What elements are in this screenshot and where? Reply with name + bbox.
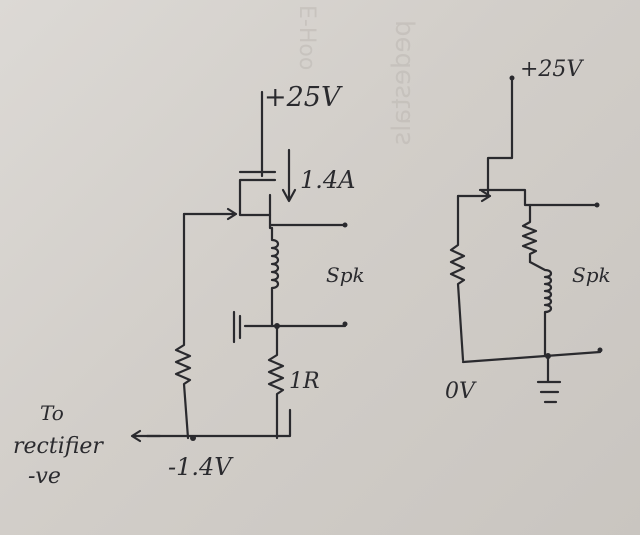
left-source-wire bbox=[268, 213, 347, 230]
left-transistor-gate bbox=[182, 207, 238, 221]
right-spk-terminal-top bbox=[594, 202, 600, 208]
rectifier-label-line1: To bbox=[40, 401, 64, 425]
left-speaker-coil bbox=[270, 226, 280, 328]
resistor-1r bbox=[267, 324, 285, 440]
ground-symbol bbox=[536, 354, 562, 404]
capacitor-symbol bbox=[232, 310, 242, 344]
right-transistor-gate bbox=[456, 189, 492, 203]
show-through-text-1: pedestals bbox=[387, 20, 417, 145]
negative-rail-node bbox=[190, 435, 196, 441]
right-speaker-coil bbox=[528, 260, 553, 358]
left-spk-terminal-top bbox=[342, 222, 348, 228]
rectifier-label-line2: rectifier bbox=[13, 434, 104, 459]
right-speaker-label: Spk bbox=[572, 263, 611, 287]
current-arrow bbox=[281, 148, 297, 203]
right-supply-wire bbox=[486, 78, 514, 192]
rectifier-label-line3: -ve bbox=[28, 464, 61, 489]
show-through-text: pedestals E-Hoo bbox=[294, 5, 417, 145]
right-supply-label: +25V bbox=[520, 57, 584, 82]
negative-rail-wire bbox=[145, 408, 292, 438]
left-speaker-label: Spk bbox=[326, 263, 365, 287]
current-label: 1.4A bbox=[300, 166, 356, 194]
show-through-text-2: E-Hoo bbox=[294, 5, 319, 70]
right-circuit: +25V Spk 0V bbox=[445, 57, 611, 404]
left-spk-terminal-bottom bbox=[342, 321, 348, 327]
negative-rail-label: -1.4V bbox=[168, 453, 234, 481]
right-supply-node bbox=[509, 75, 515, 81]
right-output-wire bbox=[523, 198, 599, 207]
right-series-resistor bbox=[521, 203, 538, 264]
left-circuit: +25V 1.4A Spk 1R -1.4V To rectifier -ve bbox=[13, 82, 365, 489]
resistor-label: 1R bbox=[289, 369, 320, 394]
left-supply-label: +25V bbox=[264, 82, 343, 113]
right-bias-resistor bbox=[449, 194, 466, 362]
right-ground-wire bbox=[461, 350, 602, 364]
ground-label: 0V bbox=[445, 379, 477, 404]
left-transistor-channel bbox=[238, 170, 277, 217]
rectifier-arrow bbox=[130, 429, 162, 443]
left-bias-resistor bbox=[174, 212, 192, 440]
right-spk-terminal-bottom bbox=[597, 347, 603, 353]
